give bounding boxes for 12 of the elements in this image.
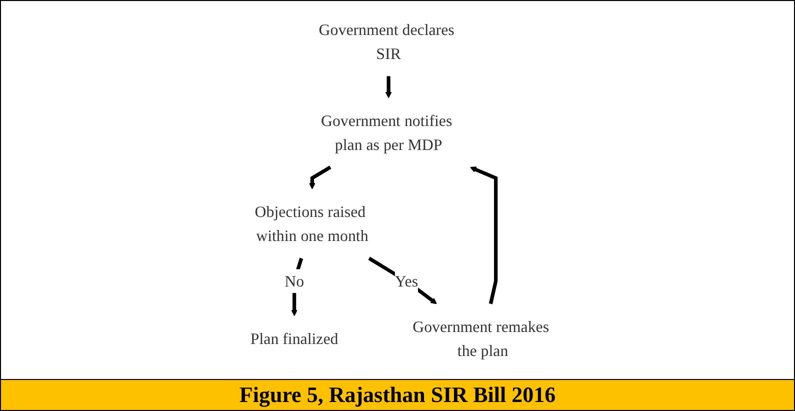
arrow xyxy=(309,166,332,190)
edge-label: No xyxy=(284,272,304,290)
node-text: Plan finalized xyxy=(250,329,338,348)
arrow xyxy=(385,76,392,98)
arrow xyxy=(368,256,437,304)
edge-label: Yes xyxy=(394,272,418,290)
node-text: Objections raised within one month xyxy=(254,202,368,245)
node-text: Government declares SIR xyxy=(318,20,454,62)
node-text: Government notifies plan as per MDP xyxy=(321,112,452,154)
figure-caption: Figure 5, Rajasthan SIR Bill 2016 xyxy=(1,379,794,410)
arrow xyxy=(470,166,498,304)
node-text: Government remakes the plan xyxy=(412,318,550,360)
